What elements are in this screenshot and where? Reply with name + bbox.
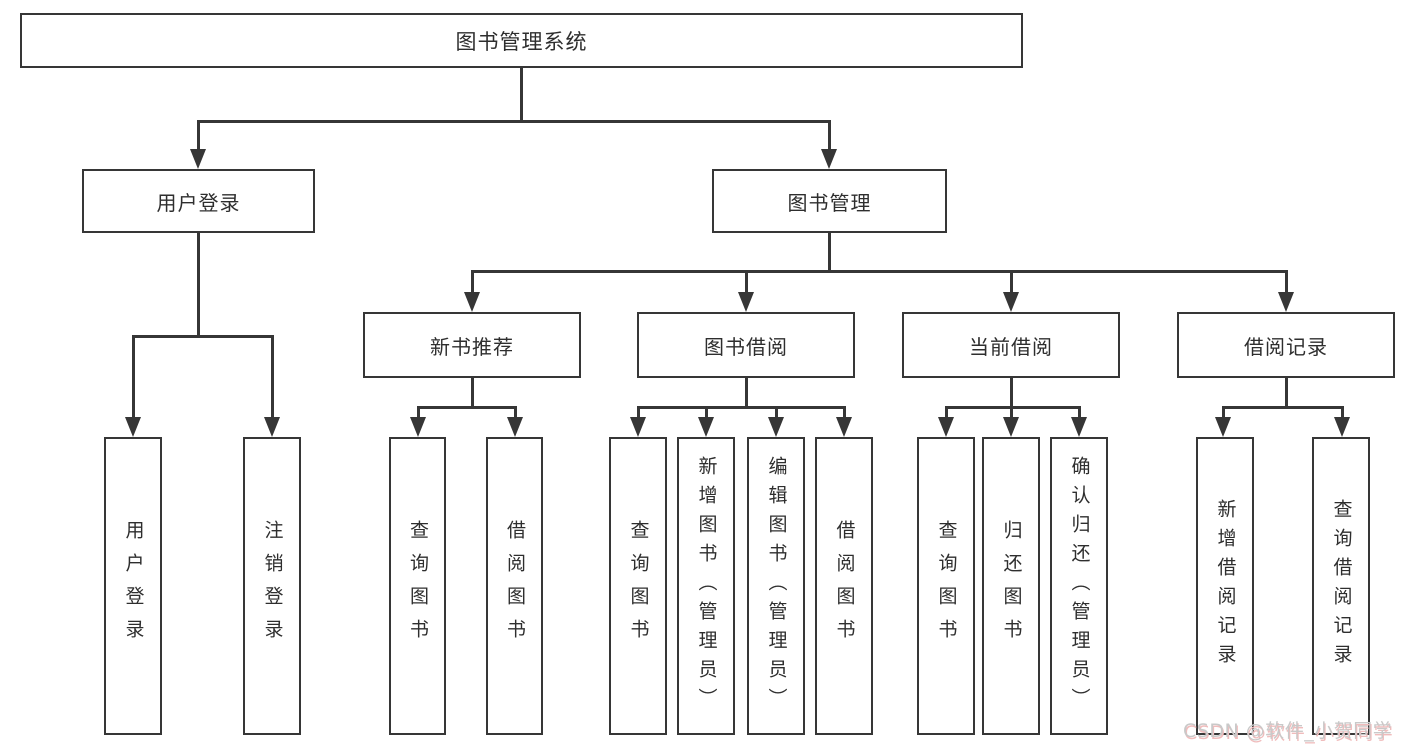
- connector-line: [1222, 406, 1225, 419]
- arrow-down-icon: [125, 417, 141, 437]
- connector-line: [705, 406, 708, 419]
- arrow-down-icon: [698, 417, 714, 437]
- arrow-down-icon: [464, 292, 480, 312]
- leaf-label: 归还图书: [1000, 520, 1023, 652]
- arrow-down-icon: [630, 417, 646, 437]
- arrow-down-icon: [938, 417, 954, 437]
- leaf-borrow-books-newbook: 借阅图书: [486, 437, 543, 735]
- arrow-down-icon: [1215, 417, 1231, 437]
- leaf-label: 用户登录: [122, 520, 145, 652]
- arrow-down-icon: [1003, 292, 1019, 312]
- node-label: 当前借阅: [969, 334, 1053, 359]
- connector-line: [197, 233, 200, 335]
- arrow-down-icon: [410, 417, 426, 437]
- leaf-add-books-admin: 新增图书（管理员）: [677, 437, 735, 735]
- arrow-down-icon: [836, 417, 852, 437]
- connector-line: [197, 120, 830, 123]
- arrow-down-icon: [1003, 417, 1019, 437]
- leaf-borrow-books-borrow: 借阅图书: [815, 437, 873, 735]
- node-label: 借阅记录: [1244, 334, 1328, 359]
- connector-line: [843, 406, 846, 419]
- leaf-label: 确认归还（管理员）: [1068, 455, 1091, 717]
- leaf-label: 查询图书: [935, 520, 958, 652]
- arrow-down-icon: [738, 292, 754, 312]
- leaf-label: 查询借阅记录: [1330, 499, 1353, 673]
- leaf-label: 注销登录: [261, 520, 284, 652]
- connector-line: [514, 406, 517, 419]
- connector-line: [520, 68, 523, 120]
- leaf-confirm-return-admin: 确认归还（管理员）: [1050, 437, 1108, 735]
- connector-line: [1341, 406, 1344, 419]
- arrow-down-icon: [821, 149, 837, 169]
- connector-line: [1285, 270, 1288, 293]
- leaf-query-borrow-record: 查询借阅记录: [1312, 437, 1370, 735]
- connector-line: [132, 335, 274, 338]
- arrow-down-icon: [1278, 292, 1294, 312]
- arrow-down-icon: [190, 149, 206, 169]
- leaf-label: 查询图书: [627, 520, 650, 652]
- connector-line: [775, 406, 778, 419]
- connector-line: [417, 406, 420, 419]
- leaf-edit-books-admin: 编辑图书（管理员）: [747, 437, 805, 735]
- connector-line: [745, 270, 748, 293]
- node-book-borrowing: 图书借阅: [637, 312, 855, 378]
- leaf-label: 新增图书（管理员）: [695, 455, 718, 717]
- leaf-user-login: 用户登录: [104, 437, 162, 735]
- leaf-query-books-borrow: 查询图书: [609, 437, 667, 735]
- connector-line: [197, 120, 200, 150]
- node-new-book-recommendation: 新书推荐: [363, 312, 581, 378]
- arrow-down-icon: [507, 417, 523, 437]
- node-label: 用户登录: [156, 190, 241, 215]
- node-label: 图书管理: [787, 190, 872, 215]
- leaf-query-books-current: 查询图书: [917, 437, 975, 735]
- connector-line: [1078, 406, 1081, 419]
- leaf-logout: 注销登录: [243, 437, 301, 735]
- connector-line: [132, 335, 135, 417]
- leaf-label: 编辑图书（管理员）: [765, 455, 788, 717]
- connector-line: [1010, 378, 1013, 406]
- node-current-borrowing: 当前借阅: [902, 312, 1120, 378]
- leaf-add-borrow-record: 新增借阅记录: [1196, 437, 1254, 735]
- connector-line: [417, 406, 516, 409]
- connector-line: [471, 270, 1287, 273]
- connector-line: [637, 406, 640, 419]
- connector-line: [471, 378, 474, 406]
- node-book-management: 图书管理: [712, 169, 947, 233]
- connector-line: [828, 120, 831, 150]
- connector-line: [945, 406, 948, 419]
- node-label: 图书借阅: [704, 334, 788, 359]
- node-label: 图书管理系统: [455, 29, 588, 54]
- arrow-down-icon: [1071, 417, 1087, 437]
- leaf-label: 新增借阅记录: [1214, 499, 1237, 673]
- connector-line: [828, 233, 831, 270]
- arrow-down-icon: [768, 417, 784, 437]
- connector-line: [1222, 406, 1343, 409]
- node-borrowing-records: 借阅记录: [1177, 312, 1395, 378]
- node-user-login: 用户登录: [82, 169, 315, 233]
- arrow-down-icon: [264, 417, 280, 437]
- connector-line: [1285, 378, 1288, 406]
- connector-line: [745, 378, 748, 406]
- leaf-return-books: 归还图书: [982, 437, 1040, 735]
- arrow-down-icon: [1334, 417, 1350, 437]
- connector-line: [271, 335, 274, 417]
- node-label: 新书推荐: [430, 334, 514, 359]
- leaf-label: 借阅图书: [504, 520, 526, 652]
- leaf-label: 借阅图书: [833, 520, 856, 652]
- connector-line: [471, 270, 474, 293]
- leaf-label: 查询图书: [407, 520, 429, 652]
- watermark: CSDN @软件_小贺同学: [1183, 720, 1393, 742]
- node-root-system: 图书管理系统: [20, 13, 1023, 68]
- connector-line: [1010, 406, 1013, 419]
- connector-line: [637, 406, 845, 409]
- connector-line: [1010, 270, 1013, 293]
- leaf-query-books-newbook: 查询图书: [389, 437, 446, 735]
